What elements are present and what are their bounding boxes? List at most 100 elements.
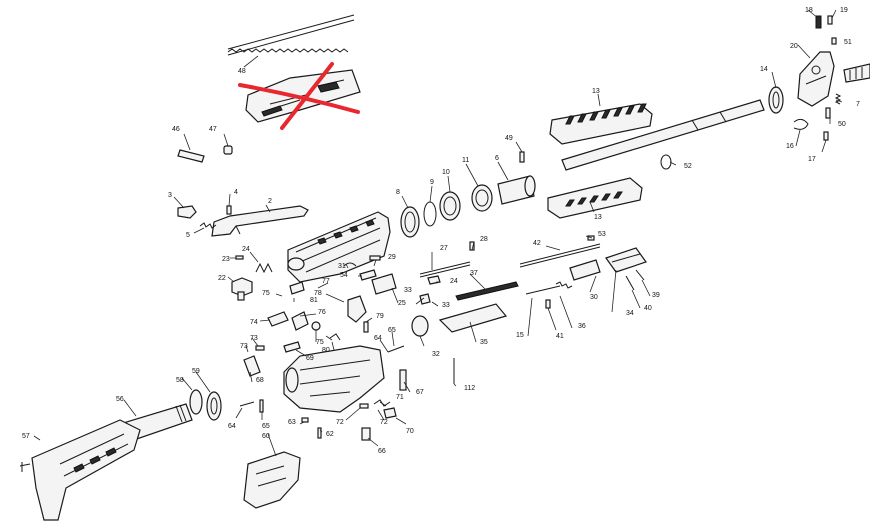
part-detent-47	[223, 145, 233, 155]
callout-4: 4	[234, 189, 238, 196]
callout-6: 6	[495, 155, 499, 162]
callout-71: 71	[396, 394, 404, 401]
callout-77: 77	[322, 278, 330, 285]
part-gas-tube-42	[519, 243, 601, 268]
callout-59: 59	[192, 368, 200, 375]
part-pin-72	[359, 403, 369, 409]
callout-25: 25	[398, 300, 406, 307]
part-pin-50	[825, 107, 831, 119]
callout-14: 14	[760, 66, 768, 73]
part-pin-4	[226, 205, 232, 215]
part-front-sight-20	[797, 51, 835, 107]
callout-40: 40	[644, 305, 652, 312]
part-lower-receiver	[283, 345, 385, 413]
part-ring-52	[660, 154, 672, 170]
part-bar-37	[455, 281, 519, 301]
callout-24: 24	[242, 246, 250, 253]
callout-41: 41	[556, 333, 564, 340]
part-hammer-78	[347, 295, 367, 323]
callout-67: 67	[416, 389, 424, 396]
callout-74: 74	[250, 319, 258, 326]
part-trigger-74	[267, 311, 289, 327]
callout-64a: 64	[374, 335, 382, 342]
callout-112: 112	[464, 385, 475, 392]
part-muzzle	[843, 63, 870, 83]
part-pin-51	[831, 37, 837, 45]
callout-56: 56	[116, 396, 124, 403]
part-handguard-top-13	[549, 103, 653, 145]
callout-2: 2	[268, 198, 272, 205]
callout-65b: 65	[262, 423, 270, 430]
callout-32: 32	[432, 351, 440, 358]
callout-52: 52	[684, 163, 692, 170]
callout-33b: 33	[442, 302, 450, 309]
part-pin-64b	[239, 401, 255, 407]
callout-5: 5	[186, 232, 190, 239]
part-nut-11	[471, 184, 493, 212]
part-bolt-carrier-30	[569, 259, 601, 281]
part-selector-69	[283, 341, 301, 353]
part-screw-67	[399, 369, 407, 391]
part-latch-70	[383, 407, 397, 419]
part-plate-35	[438, 303, 508, 333]
callout-23: 23	[222, 256, 230, 263]
callout-79: 79	[376, 313, 384, 320]
part-pin-57b	[19, 462, 31, 472]
part-pin-41	[545, 299, 551, 309]
callout-29: 29	[388, 254, 396, 261]
part-pin-40	[625, 275, 635, 291]
part-pin-29	[369, 255, 381, 261]
callout-labels: 48 46 47 3 4 2 5 24 23 22 8 9 10 11 6 49…	[22, 7, 860, 455]
part-crossed-out-cover	[245, 69, 361, 123]
callout-78: 78	[314, 290, 322, 297]
callout-76: 76	[318, 309, 326, 316]
part-pin-33	[419, 293, 431, 305]
part-ring-32	[411, 315, 429, 337]
callout-57: 57	[22, 433, 30, 440]
callout-46: 46	[172, 126, 180, 133]
callout-66: 66	[378, 448, 386, 455]
part-buffer-spring-48	[227, 14, 355, 56]
callout-19: 19	[840, 7, 848, 14]
part-screw-66	[361, 427, 371, 441]
callout-75b: 75	[316, 339, 324, 346]
callout-36: 36	[578, 323, 586, 330]
callout-68: 68	[256, 377, 264, 384]
part-pin-39	[635, 269, 645, 281]
callout-39: 39	[652, 292, 660, 299]
callout-73a: 73	[250, 335, 258, 342]
part-pin-79	[363, 321, 369, 333]
part-rod-27	[419, 261, 471, 278]
callout-51: 51	[844, 39, 852, 46]
callout-18: 18	[805, 7, 813, 14]
part-spring-24	[255, 262, 273, 274]
part-pin-49	[519, 151, 525, 163]
part-upper-receiver	[287, 211, 391, 283]
callout-47: 47	[209, 126, 217, 133]
callout-53: 53	[598, 231, 606, 238]
part-spring-5	[199, 222, 217, 229]
part-piece-24b	[427, 275, 441, 285]
part-pistol-grip-60	[243, 451, 301, 509]
callout-75a: 75	[262, 290, 270, 297]
leader-lines	[33, 9, 843, 457]
callout-34: 34	[626, 310, 634, 317]
callout-8: 8	[396, 189, 400, 196]
part-latch-3	[177, 205, 197, 219]
callout-10: 10	[442, 169, 450, 176]
callout-27: 27	[440, 245, 448, 252]
part-bracket-25	[371, 273, 397, 295]
callout-49: 49	[505, 135, 513, 142]
part-pin-17	[823, 131, 829, 141]
part-firing-pin-15	[525, 285, 561, 295]
part-spring-36	[555, 281, 573, 289]
callout-30: 30	[590, 294, 598, 301]
callout-48: 48	[238, 68, 246, 75]
part-lever-68	[243, 355, 261, 377]
callout-58: 58	[176, 377, 184, 384]
part-clip-54	[359, 269, 377, 281]
part-pin-64a	[387, 345, 405, 353]
callout-22: 22	[218, 275, 226, 282]
callout-65a: 65	[388, 327, 396, 334]
